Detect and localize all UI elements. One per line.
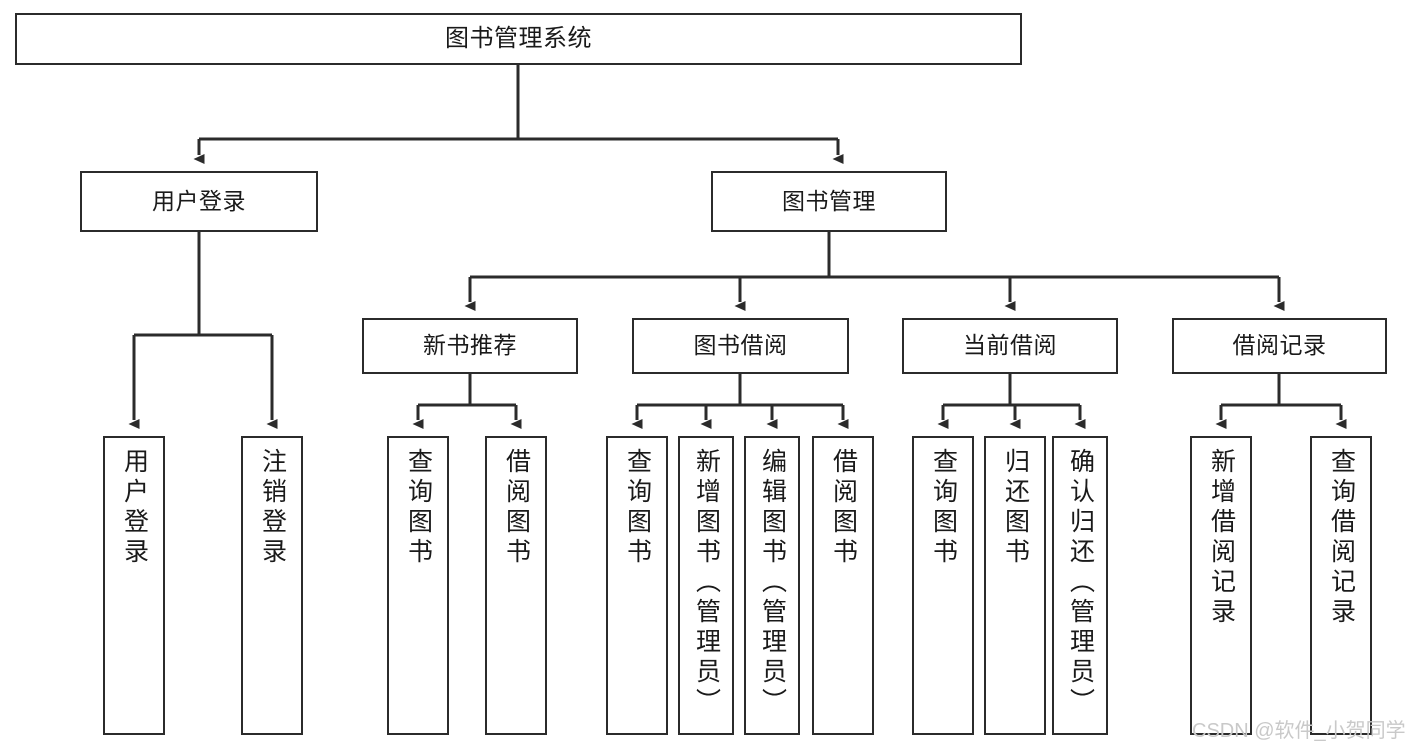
leaf-logout-label: 注销登录 [258,448,287,568]
node-book-borrow-label: 图书借阅 [693,332,788,359]
leaf-query-book-current[interactable]: 查询图书 [912,436,974,735]
leaf-query-book-borrow-label: 查询图书 [623,448,652,568]
leaf-confirm-return-admin[interactable]: 确认归还（管理员） [1052,436,1108,735]
node-root[interactable]: 图书管理系统 [15,13,1022,65]
leaf-borrow-book-recommend-label: 借阅图书 [502,448,531,568]
leaf-confirm-return-admin-label: 确认归还（管理员） [1066,448,1095,718]
node-book-borrow[interactable]: 图书借阅 [632,318,849,374]
node-borrow-record-label: 借阅记录 [1232,332,1327,359]
leaf-add-borrow-record-label: 新增借阅记录 [1207,448,1236,628]
leaf-borrow-book-recommend[interactable]: 借阅图书 [485,436,547,735]
leaf-add-book-admin[interactable]: 新增图书（管理员） [678,436,734,735]
node-borrow-record[interactable]: 借阅记录 [1172,318,1387,374]
leaf-query-book-recommend-label: 查询图书 [404,448,433,568]
leaf-logout[interactable]: 注销登录 [241,436,303,735]
leaf-edit-book-admin[interactable]: 编辑图书（管理员） [744,436,800,735]
node-book-management-label: 图书管理 [782,187,876,214]
leaf-return-book[interactable]: 归还图书 [984,436,1046,735]
leaf-query-book-recommend[interactable]: 查询图书 [387,436,449,735]
leaf-query-borrow-record-label: 查询借阅记录 [1327,448,1356,628]
leaf-edit-book-admin-label: 编辑图书（管理员） [758,448,787,718]
node-book-management[interactable]: 图书管理 [711,171,947,232]
leaf-query-book-borrow[interactable]: 查询图书 [606,436,668,735]
leaf-query-borrow-record[interactable]: 查询借阅记录 [1310,436,1372,735]
node-root-label: 图书管理系统 [445,24,592,52]
leaf-borrow-book-label: 借阅图书 [829,448,858,568]
leaf-borrow-book[interactable]: 借阅图书 [812,436,874,735]
leaf-query-book-current-label: 查询图书 [929,448,958,568]
node-new-book-recommend-label: 新书推荐 [423,332,517,359]
node-current-borrow[interactable]: 当前借阅 [902,318,1118,374]
node-current-borrow-label: 当前借阅 [963,332,1057,359]
leaf-user-login[interactable]: 用户登录 [103,436,165,735]
csdn-watermark: CSDN @软件_小贺同学 [1192,720,1405,742]
node-new-book-recommend[interactable]: 新书推荐 [362,318,578,374]
leaf-user-login-label: 用户登录 [120,448,149,568]
leaf-add-book-admin-label: 新增图书（管理员） [692,448,721,718]
node-user-login-label: 用户登录 [152,187,246,214]
leaf-add-borrow-record[interactable]: 新增借阅记录 [1190,436,1252,735]
leaf-return-book-label: 归还图书 [1001,448,1030,568]
node-user-login[interactable]: 用户登录 [80,171,318,232]
